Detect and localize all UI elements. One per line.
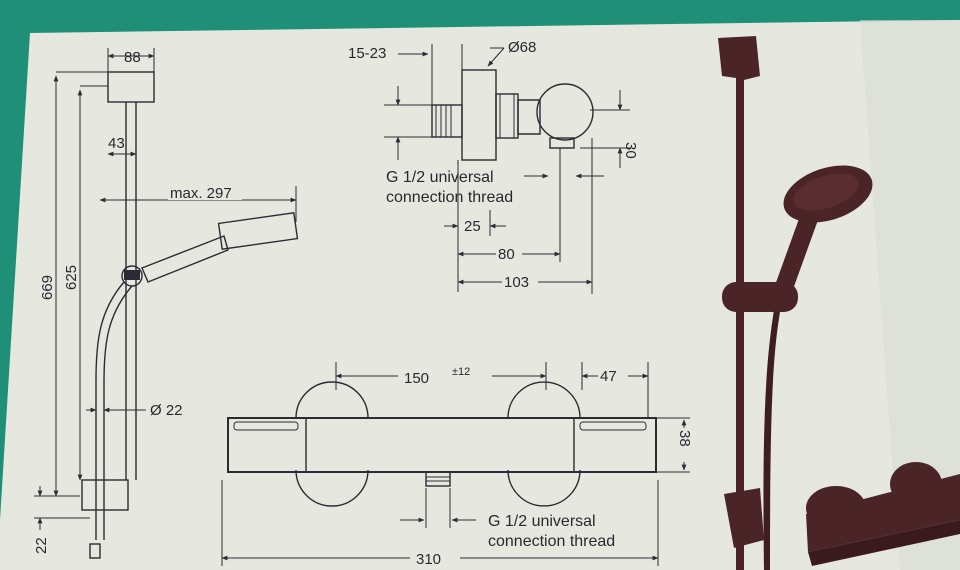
side-d1-label: 25 xyxy=(464,218,481,235)
side-height-label: 30 xyxy=(622,142,639,159)
front-handle-width-label: 47 xyxy=(600,368,617,385)
front-center-distance-label: 150 xyxy=(404,370,429,387)
shower-rail-photo-icon xyxy=(718,36,873,570)
side-depth-label: 15-23 xyxy=(348,45,386,62)
rail-set-drawing: 88 43 max. 297 669 625 Ø 22 22 xyxy=(33,48,299,559)
front-thread-note-line1: G 1/2 universal xyxy=(488,513,596,530)
paper-shade xyxy=(860,20,960,570)
front-thread-note-line2: connection thread xyxy=(488,533,615,550)
rail-height-outer-label: 669 xyxy=(39,275,56,300)
side-d2-label: 80 xyxy=(498,246,515,263)
rail-height-inner-label: 625 xyxy=(63,265,80,290)
front-body-height-label: 38 xyxy=(676,430,693,447)
front-tolerance-label: ±12 xyxy=(452,366,470,378)
front-overall-width-label: 310 xyxy=(416,551,441,568)
side-thread-note-line1: G 1/2 universal xyxy=(386,169,494,186)
thermostat-photo-icon xyxy=(806,462,960,566)
rail-width-label: 88 xyxy=(124,49,141,66)
paper-card xyxy=(0,20,960,570)
side-view-drawing: 15-23 Ø68 30 G 1/2 universal connection … xyxy=(348,39,639,294)
rail-offset-label: 43 xyxy=(108,135,125,152)
rail-reach-label: max. 297 xyxy=(170,185,232,202)
side-nut-diameter-label: Ø68 xyxy=(508,39,536,56)
side-thread-note-line2: connection thread xyxy=(386,189,513,206)
side-d3-label: 103 xyxy=(504,274,529,291)
hose-diameter-label: Ø 22 xyxy=(150,402,183,419)
rail-bottom-label: 22 xyxy=(33,537,50,554)
front-view-drawing: 150 ±12 47 38 G 1/2 universal connection… xyxy=(221,362,693,568)
